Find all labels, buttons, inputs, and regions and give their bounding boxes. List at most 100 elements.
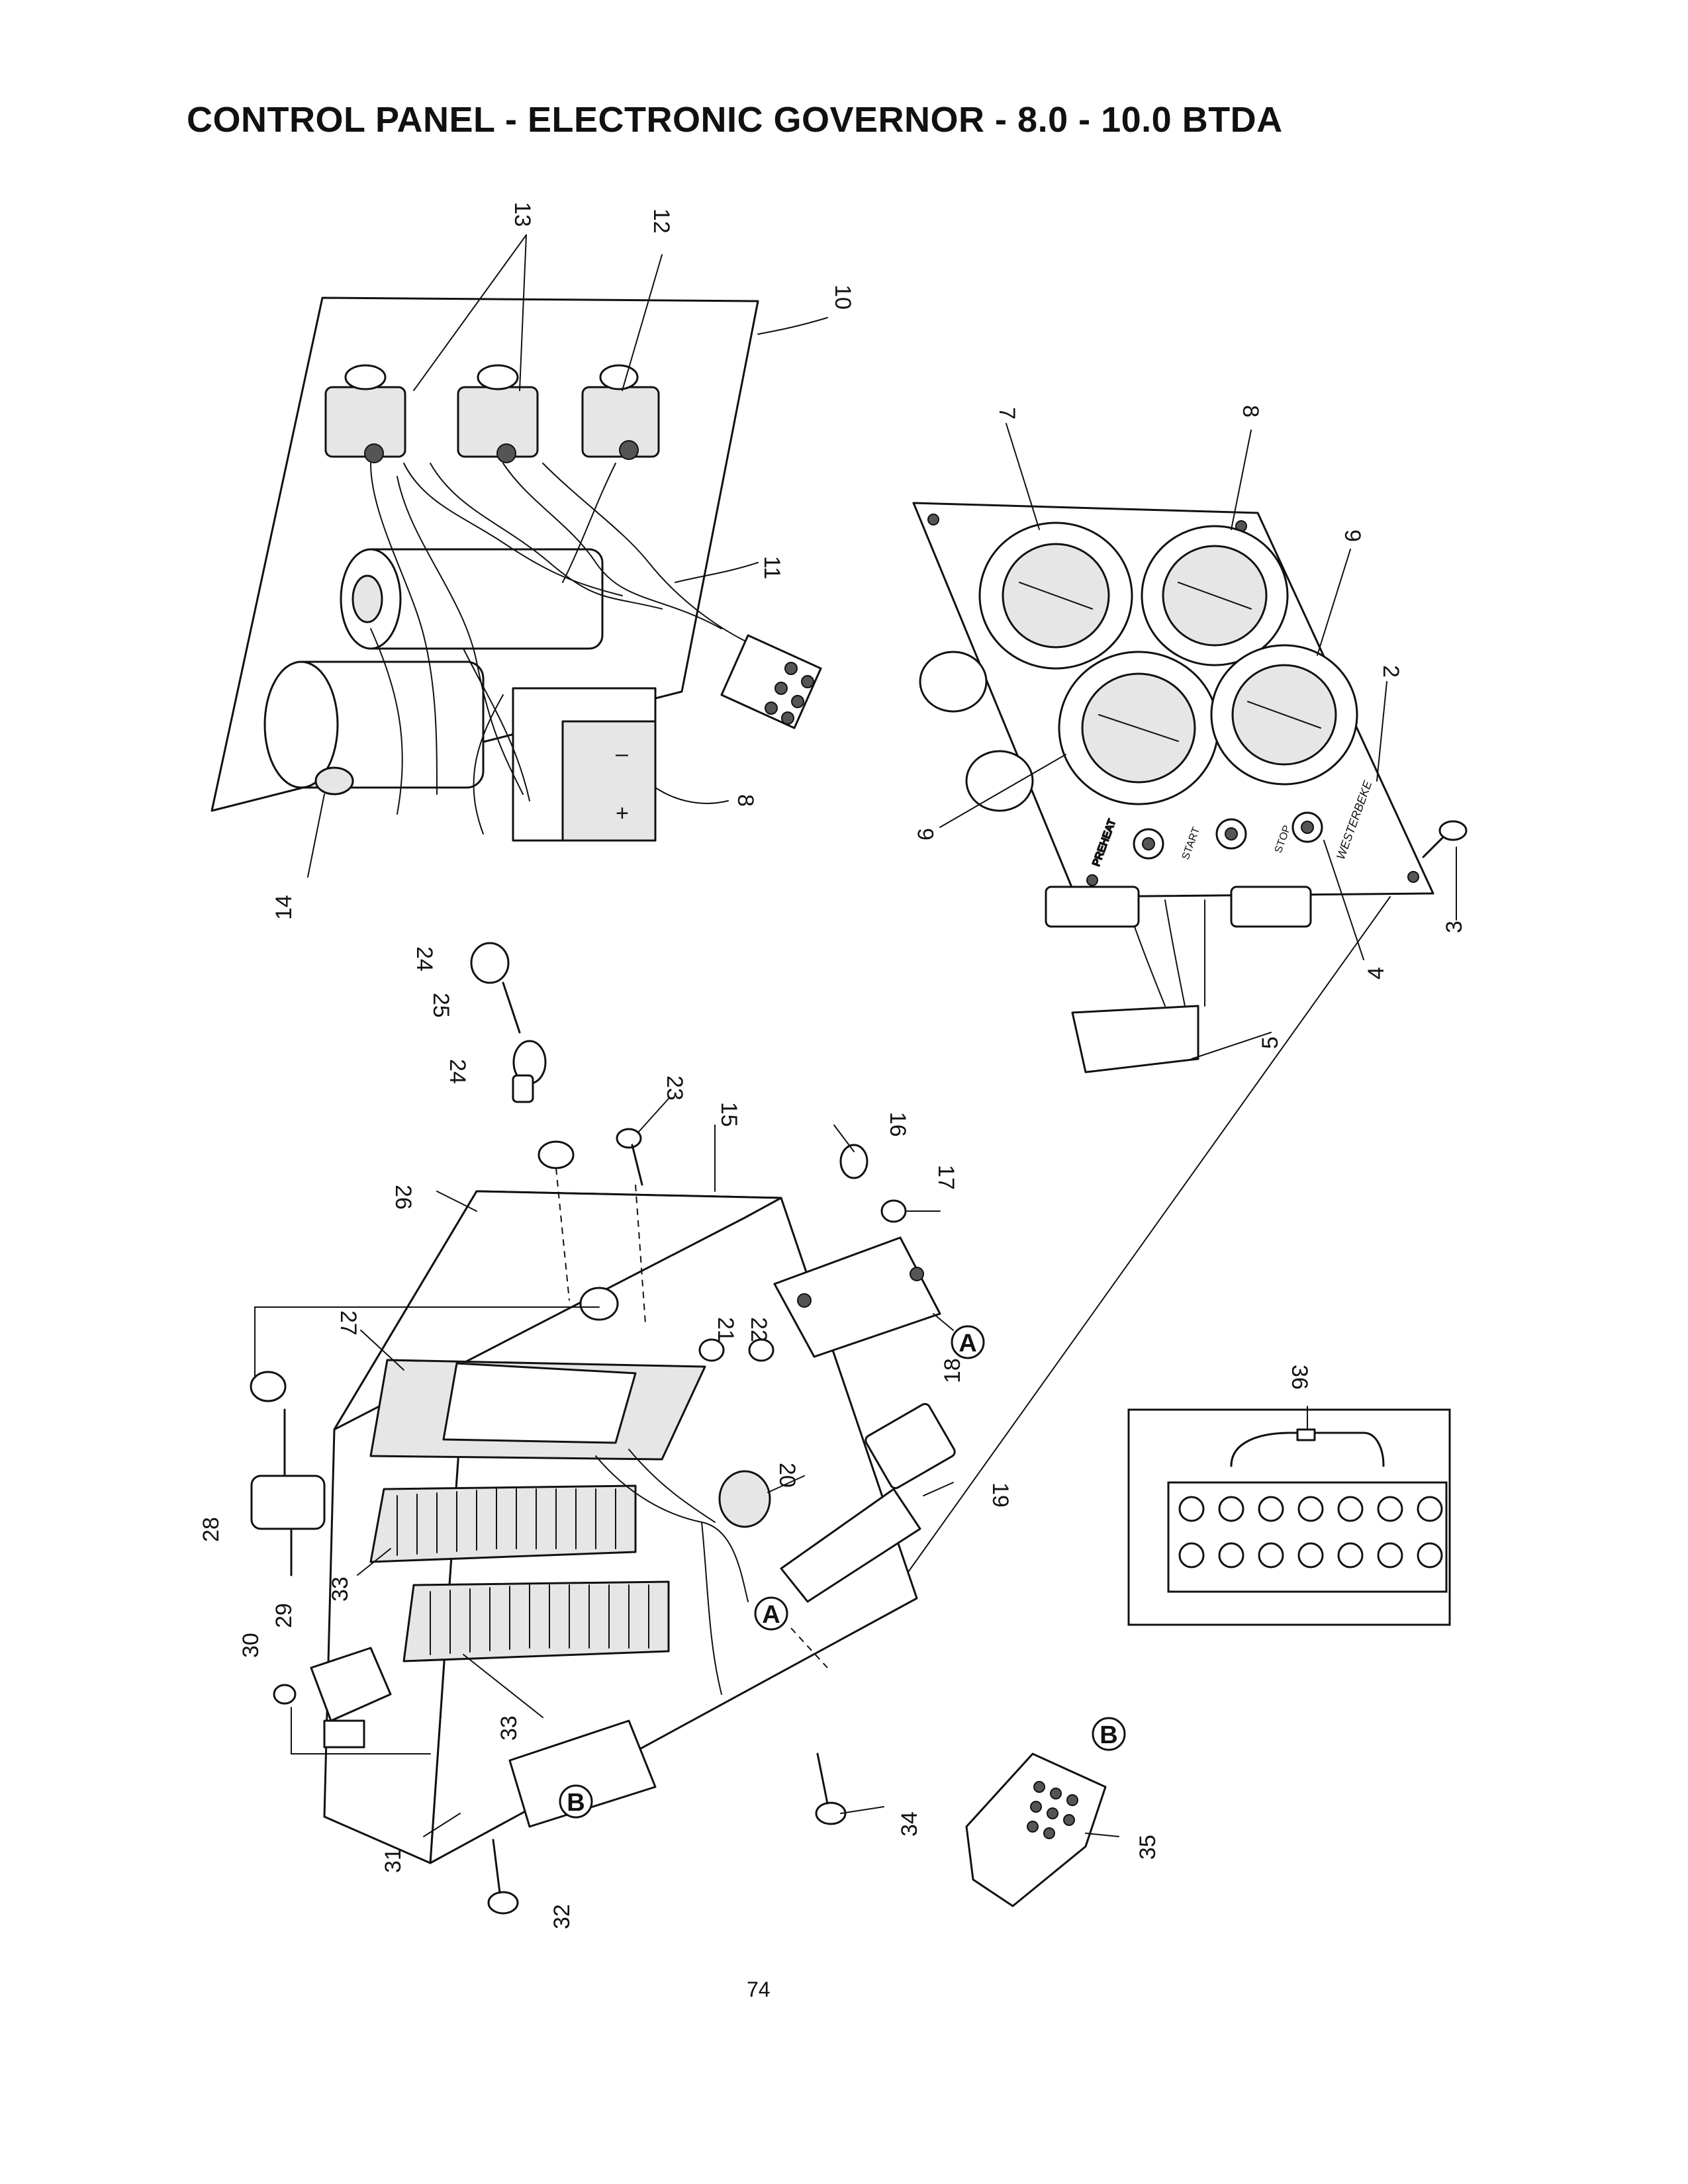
nut-30	[273, 1684, 297, 1705]
callout-19: 19	[988, 1482, 1013, 1508]
leader-lines-top-left	[307, 234, 828, 878]
gauge-7	[978, 522, 1133, 670]
callout-27: 27	[336, 1310, 361, 1336]
callout-34: 34	[897, 1811, 922, 1837]
callout-10: 10	[830, 285, 855, 310]
gauge-6	[1058, 651, 1219, 805]
callout-2: 2	[1378, 665, 1403, 678]
leader-lines-top-right	[903, 423, 1457, 1579]
callout-17: 17	[933, 1165, 959, 1190]
callout-36: 36	[1287, 1365, 1312, 1390]
knob-24-top	[470, 942, 510, 984]
callout-26: 26	[391, 1185, 416, 1210]
callout-5: 5	[1258, 1036, 1283, 1049]
callout-24-top: 24	[412, 946, 437, 972]
reference-marker-b-1: B	[1092, 1717, 1126, 1751]
cross-reference-line	[903, 896, 1391, 1579]
callout-23: 23	[662, 1075, 687, 1101]
gauge-9	[1210, 644, 1358, 786]
reference-marker-a-1: A	[951, 1325, 985, 1359]
callout-8-lower: 8	[1238, 405, 1263, 418]
reference-marker-a-2: A	[754, 1596, 788, 1631]
callout-35: 35	[1135, 1835, 1160, 1860]
svg-text:+: +	[616, 801, 629, 826]
callout-33-lower: 33	[496, 1715, 522, 1741]
callout-31: 31	[381, 1848, 406, 1873]
relay-12	[581, 364, 660, 460]
connector-5	[1071, 1005, 1199, 1073]
lower-solenoid-14	[263, 660, 485, 796]
start-switch	[1215, 818, 1247, 850]
inset-detail-36	[1127, 1406, 1451, 1626]
relay-13a	[324, 364, 406, 463]
terminal-strip-33-lower	[402, 1580, 670, 1662]
callout-21: 21	[713, 1317, 738, 1342]
preheat-switch	[1133, 828, 1164, 860]
screw-3	[1422, 820, 1468, 858]
callout-29: 29	[271, 1603, 297, 1628]
gauge-backs	[919, 651, 1034, 812]
callout-4: 4	[1364, 967, 1389, 979]
relay-29	[310, 1647, 392, 1749]
callout-6: 6	[914, 828, 939, 841]
hardware-parts	[250, 1140, 907, 1705]
connector-b-cutout	[508, 1719, 657, 1828]
svg-text:–: –	[616, 741, 628, 766]
callout-33-upper: 33	[328, 1576, 353, 1602]
svg-text:B: B	[567, 1789, 585, 1817]
callout-28: 28	[199, 1517, 224, 1542]
upper-solenoid	[340, 548, 604, 650]
callout-11: 11	[759, 556, 784, 579]
callout-24-lower: 24	[445, 1059, 470, 1084]
callout-12: 12	[649, 208, 674, 234]
screw-34	[815, 1752, 847, 1825]
wire-harness	[370, 463, 762, 835]
gauge-8	[1141, 525, 1289, 666]
screw-32	[487, 1839, 519, 1915]
callout-25: 25	[428, 993, 453, 1018]
page-title: CONTROL PANEL - ELECTRONIC GOVERNOR - 8.…	[187, 100, 1283, 140]
stop-switch-4	[1291, 811, 1323, 843]
connector-35	[965, 1752, 1107, 1907]
knob-24-lower	[512, 1040, 547, 1103]
washer	[538, 1140, 575, 1169]
callout-30: 30	[238, 1633, 263, 1658]
callout-9: 9	[1340, 529, 1365, 542]
callout-3: 3	[1442, 921, 1467, 933]
page-number: 74	[747, 1978, 771, 2001]
svg-text:A: A	[959, 1330, 976, 1357]
svg-text:B: B	[1100, 1721, 1117, 1749]
spring-25	[502, 981, 521, 1034]
callout-32: 32	[549, 1904, 575, 1929]
harness-connector	[720, 634, 822, 729]
relay-13b	[457, 364, 539, 463]
callout-22: 22	[746, 1317, 771, 1342]
terminal-strip-33-upper	[369, 1484, 637, 1563]
callout-8-upper: 8	[733, 794, 758, 807]
grommet-16	[839, 1144, 868, 1179]
relay-plate-assembly: – +	[211, 296, 822, 842]
nut-17	[880, 1199, 907, 1223]
box-component-8: – +	[512, 687, 657, 842]
callout-7: 7	[994, 407, 1019, 420]
gauge-panel-assembly: PREHEAT START STOP WESTERBEKE	[912, 502, 1468, 1073]
terminal-block-18	[773, 1236, 941, 1358]
callout-13: 13	[510, 202, 535, 227]
callout-15: 15	[716, 1102, 741, 1127]
callout-14: 14	[271, 895, 297, 920]
jumper-36	[1296, 1428, 1316, 1441]
callout-18: 18	[940, 1358, 965, 1383]
screw-23	[616, 1128, 643, 1186]
control-box-assembly	[250, 942, 1119, 1915]
grommet-20	[718, 1470, 771, 1528]
callout-16: 16	[885, 1112, 910, 1137]
reference-marker-b-2: B	[559, 1784, 593, 1819]
callout-20: 20	[774, 1463, 800, 1488]
harness-19	[780, 1488, 921, 1603]
nut-21	[698, 1338, 725, 1362]
svg-text:A: A	[762, 1601, 780, 1629]
washer-22	[748, 1338, 774, 1362]
nut-28	[250, 1371, 287, 1402]
callout-labels: 13 12 10 11 8 14 7 8 9 2 6 3 4 5 24 25 2…	[199, 202, 1467, 1929]
